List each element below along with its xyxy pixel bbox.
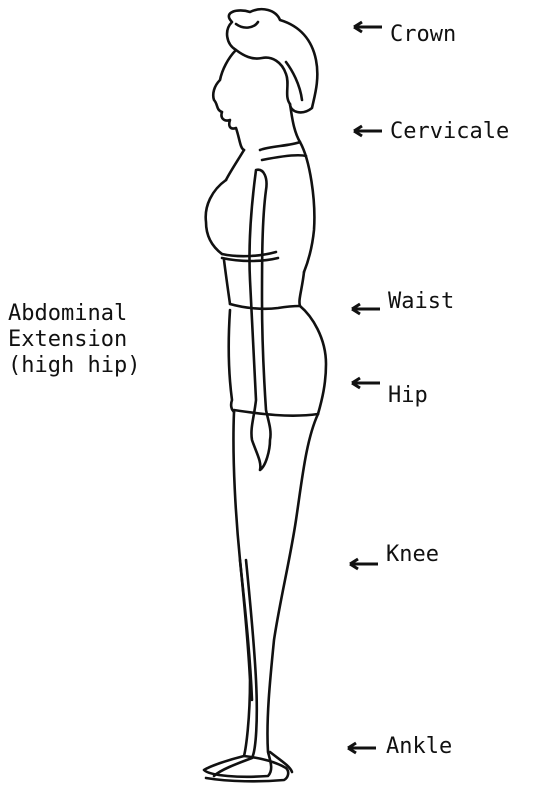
landmark-label-ankle: Ankle xyxy=(386,734,452,760)
landmark-label-knee: Knee xyxy=(386,542,439,568)
landmark-label-waist: Waist xyxy=(388,289,454,315)
hip-arrow-icon xyxy=(350,376,384,390)
side-label-line-2: Extension xyxy=(8,327,140,353)
side-label-line-1: Abdominal xyxy=(8,301,140,327)
shorts-hem xyxy=(234,410,318,416)
side-label-line-3: (high hip) xyxy=(8,353,140,379)
landmark-label-crown: Crown xyxy=(390,22,456,48)
abdominal-extension-label: Abdominal Extension (high hip) xyxy=(8,301,140,379)
landmark-label-hip: Hip xyxy=(388,383,428,409)
waist-arrow-icon xyxy=(350,302,384,316)
hair xyxy=(227,9,317,112)
ankle-arrow-icon xyxy=(346,741,380,755)
torso-front xyxy=(206,180,226,254)
crown-arrow-icon xyxy=(352,20,386,34)
cervicale-arrow-icon xyxy=(352,124,386,138)
landmark-label-cervicale: Cervicale xyxy=(390,119,509,145)
back xyxy=(299,272,326,414)
knee-arrow-icon xyxy=(348,557,382,571)
face xyxy=(213,50,244,150)
arm xyxy=(249,170,270,470)
